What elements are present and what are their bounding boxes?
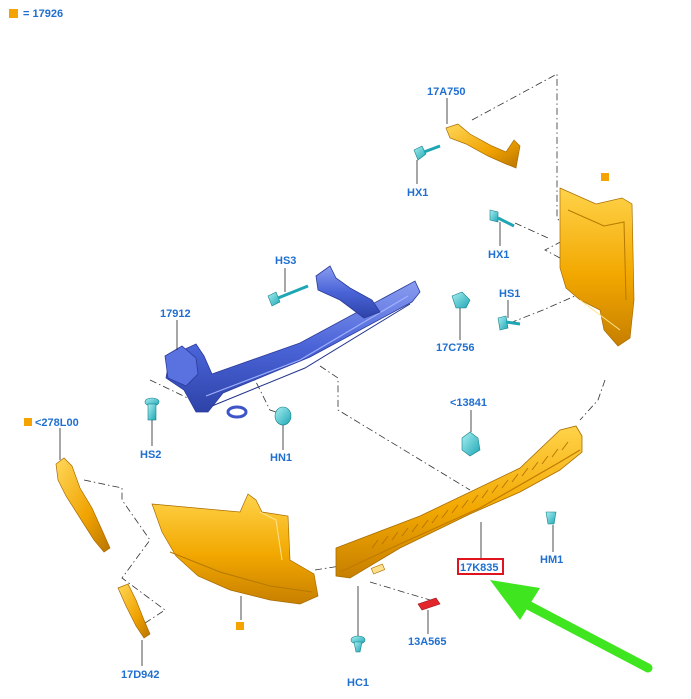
label-13841[interactable]: <13841 xyxy=(450,397,487,409)
bumper-reinforcement-17912[interactable] xyxy=(164,265,421,419)
part-labels: 17A750 HX1 HX1 HS3 HS1 17C756 17912 HS2 … xyxy=(24,86,563,689)
legend-swatch xyxy=(9,9,18,18)
assembly-lines xyxy=(83,73,606,626)
fastener-17C756[interactable] xyxy=(451,291,471,309)
label-hn1[interactable]: HN1 xyxy=(270,452,292,464)
fastener-hn1[interactable] xyxy=(274,406,292,426)
marker-17926-right xyxy=(601,173,609,181)
label-17C756[interactable]: 17C756 xyxy=(436,342,475,354)
label-17A750[interactable]: 17A750 xyxy=(427,86,466,98)
label-hx1-mid[interactable]: HX1 xyxy=(488,249,509,261)
bracket-17A750[interactable] xyxy=(445,123,521,169)
label-17K835[interactable]: 17K835 xyxy=(460,562,499,574)
label-hx1-top[interactable]: HX1 xyxy=(407,187,428,199)
leader-lines xyxy=(59,98,554,666)
corner-bracket-right[interactable] xyxy=(559,187,635,347)
label-hs1[interactable]: HS1 xyxy=(499,288,520,300)
label-278L00[interactable]: <278L00 xyxy=(35,417,79,429)
marker-17926-left xyxy=(236,622,244,630)
label-17D942[interactable]: 17D942 xyxy=(121,669,160,681)
bracket-17D942[interactable] xyxy=(117,583,151,639)
legend-text: = 17926 xyxy=(23,8,63,20)
pad-13A565[interactable] xyxy=(417,597,441,611)
fastener-hs1[interactable] xyxy=(497,315,521,331)
label-hm1[interactable]: HM1 xyxy=(540,554,563,566)
label-hc1[interactable]: HC1 xyxy=(347,677,369,689)
fastener-13841[interactable] xyxy=(461,431,481,457)
legend: = 17926 xyxy=(9,8,63,20)
bracket-278L00[interactable] xyxy=(55,457,111,553)
fastener-hx1-mid[interactable] xyxy=(489,209,515,228)
fastener-hm1[interactable] xyxy=(545,511,557,525)
fastener-hs2[interactable] xyxy=(144,397,160,421)
marker-278L00 xyxy=(24,418,32,426)
step-pad-17K835[interactable] xyxy=(335,425,583,579)
corner-cover-left[interactable] xyxy=(151,493,319,605)
label-13A565[interactable]: 13A565 xyxy=(408,636,447,648)
label-hs3[interactable]: HS3 xyxy=(275,255,296,267)
highlight-box-17K835 xyxy=(457,558,504,575)
fastener-hx1-top[interactable] xyxy=(413,144,441,161)
label-17912[interactable]: 17912 xyxy=(160,308,191,320)
label-hs2[interactable]: HS2 xyxy=(140,449,161,461)
fastener-hc1[interactable] xyxy=(350,635,366,653)
fastener-hs3[interactable] xyxy=(267,284,309,307)
green-arrow-icon xyxy=(490,580,653,673)
